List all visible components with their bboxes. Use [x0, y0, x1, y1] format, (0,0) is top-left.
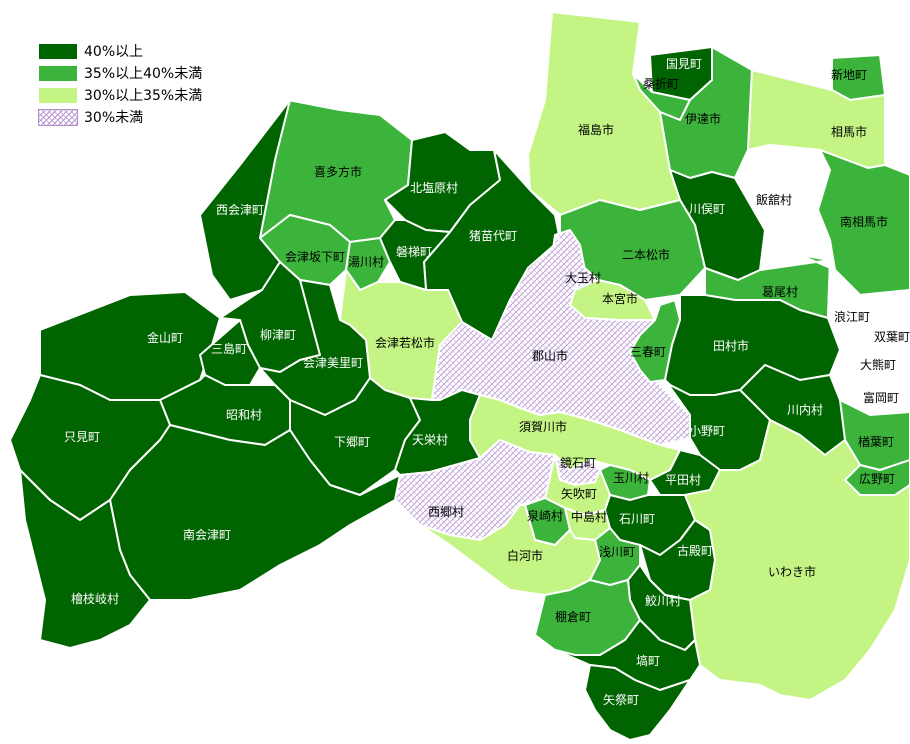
region-iwaki: [684, 419, 910, 701]
region-label-aizubange: 会津坂下町: [285, 250, 345, 264]
region-label-tomioka: 富岡町: [863, 390, 899, 405]
region-label-katsurao: 葛尾村: [762, 285, 798, 299]
region-label-shimogo: 下郷町: [334, 435, 370, 449]
region-label-hirata: 平田村: [665, 473, 701, 487]
regions-layer: [9, 11, 910, 741]
region-label-namie: 浪江町: [834, 309, 870, 324]
region-label-iwaki: いわき市: [768, 564, 816, 579]
region-label-samegawa: 鮫川村: [645, 593, 681, 608]
region-label-kitakata: 喜多方市: [314, 164, 362, 179]
region-label-motomiya: 本宮市: [602, 291, 638, 306]
region-label-miharu: 三春町: [630, 345, 666, 359]
region-label-kawauchi: 川内村: [787, 403, 823, 417]
region-label-kaneyama: 金山町: [147, 330, 183, 345]
region-label-ishikawa: 石川町: [619, 512, 655, 526]
region-label-yabuki: 矢吹町: [561, 487, 597, 501]
legend-swatch-dark-green: [38, 42, 78, 60]
region-label-otama: 大玉村: [565, 271, 601, 285]
region-label-aizuwakamatsu: 会津若松市: [375, 335, 435, 350]
region-label-fukushima: 福島市: [578, 122, 614, 137]
region-label-inawashiro: 猪苗代町: [469, 229, 517, 243]
region-label-koori: 桑折町: [643, 76, 679, 91]
region-bandai: [379, 219, 451, 291]
region-label-minamiaizu: 南会津町: [183, 527, 231, 542]
region-label-soma: 相馬市: [831, 124, 867, 139]
region-label-naraha: 楢葉町: [858, 434, 894, 449]
legend-swatch-light-green: [38, 86, 78, 104]
legend-label: 35%以上40%未満: [84, 66, 203, 82]
region-label-asakawa: 浅川町: [599, 545, 635, 559]
region-label-minamisoma: 南相馬市: [840, 214, 888, 229]
legend-item-40-plus: 40%以上: [38, 40, 202, 62]
region-yamatsuri: [584, 664, 691, 741]
region-minamiaizu: [109, 424, 401, 601]
region-fukushima: [527, 11, 681, 216]
legend-item-under-30: 30%未満: [38, 106, 202, 128]
region-label-kawamata: 川俣町: [689, 202, 725, 216]
region-label-kagamiishi: 鏡石町: [560, 455, 596, 470]
legend-label: 30%未満: [84, 110, 144, 126]
region-label-sukagawa: 須賀川市: [519, 419, 567, 434]
region-namie: [759, 254, 910, 336]
region-label-mishima: 三島町: [211, 341, 247, 356]
region-label-nakajima: 中島村: [571, 509, 607, 524]
legend-label: 30%以上35%未満: [84, 88, 203, 104]
legend-item-35-40: 35%以上40%未満: [38, 62, 202, 84]
region-label-nishigo: 西郷村: [428, 505, 464, 519]
region-label-hanawa: 塙町: [636, 653, 660, 668]
region-label-furudono: 古殿町: [677, 543, 713, 558]
region-label-kunimi: 国見町: [666, 57, 702, 71]
region-label-hinoemata: 檜枝岐村: [71, 591, 119, 606]
legend-swatch-medium-green: [38, 64, 78, 82]
region-label-iitate: 飯舘村: [756, 192, 792, 207]
region-label-date: 伊達市: [685, 111, 721, 126]
region-label-yamatsuri: 矢祭町: [603, 693, 639, 707]
legend-label: 40%以上: [84, 44, 144, 60]
region-label-showa: 昭和村: [226, 408, 262, 422]
region-label-tenei: 天栄村: [412, 433, 448, 447]
region-label-kitashiobara: 北塩原村: [410, 180, 458, 195]
region-label-ono: 小野町: [689, 424, 725, 438]
region-hinoemata: [19, 469, 151, 649]
legend-swatch-hatch: [38, 108, 78, 126]
region-label-hirono: 広野町: [859, 472, 895, 486]
region-label-shinchi: 新地町: [831, 67, 867, 82]
region-label-shirakawa: 白河市: [507, 548, 543, 563]
region-label-nishiaizu: 西会津町: [216, 203, 264, 217]
region-label-koriyama: 郡山市: [532, 348, 568, 363]
region-label-tamakawa: 玉川村: [613, 471, 649, 485]
region-label-aizumisato: 会津美里町: [303, 356, 363, 370]
region-label-futaba: 双葉町: [874, 330, 910, 344]
region-shirakawa: [419, 504, 601, 596]
region-label-nihonmatsu: 二本松市: [622, 247, 670, 262]
region-label-bandai: 磐梯町: [396, 245, 432, 259]
region-label-izumizaki: 泉崎村: [527, 509, 563, 523]
region-label-okuma: 大熊町: [860, 357, 896, 372]
region-label-yanaizu: 柳津町: [260, 328, 296, 342]
region-label-tamura: 田村市: [713, 338, 749, 353]
legend: 40%以上 35%以上40%未満 30%以上35%未満 30%未満: [38, 40, 202, 128]
region-label-tadami: 只見町: [64, 430, 100, 444]
legend-item-30-35: 30%以上35%未満: [38, 84, 202, 106]
region-label-tanagura: 棚倉町: [555, 609, 591, 624]
region-label-yugawa: 湯川村: [348, 255, 384, 269]
